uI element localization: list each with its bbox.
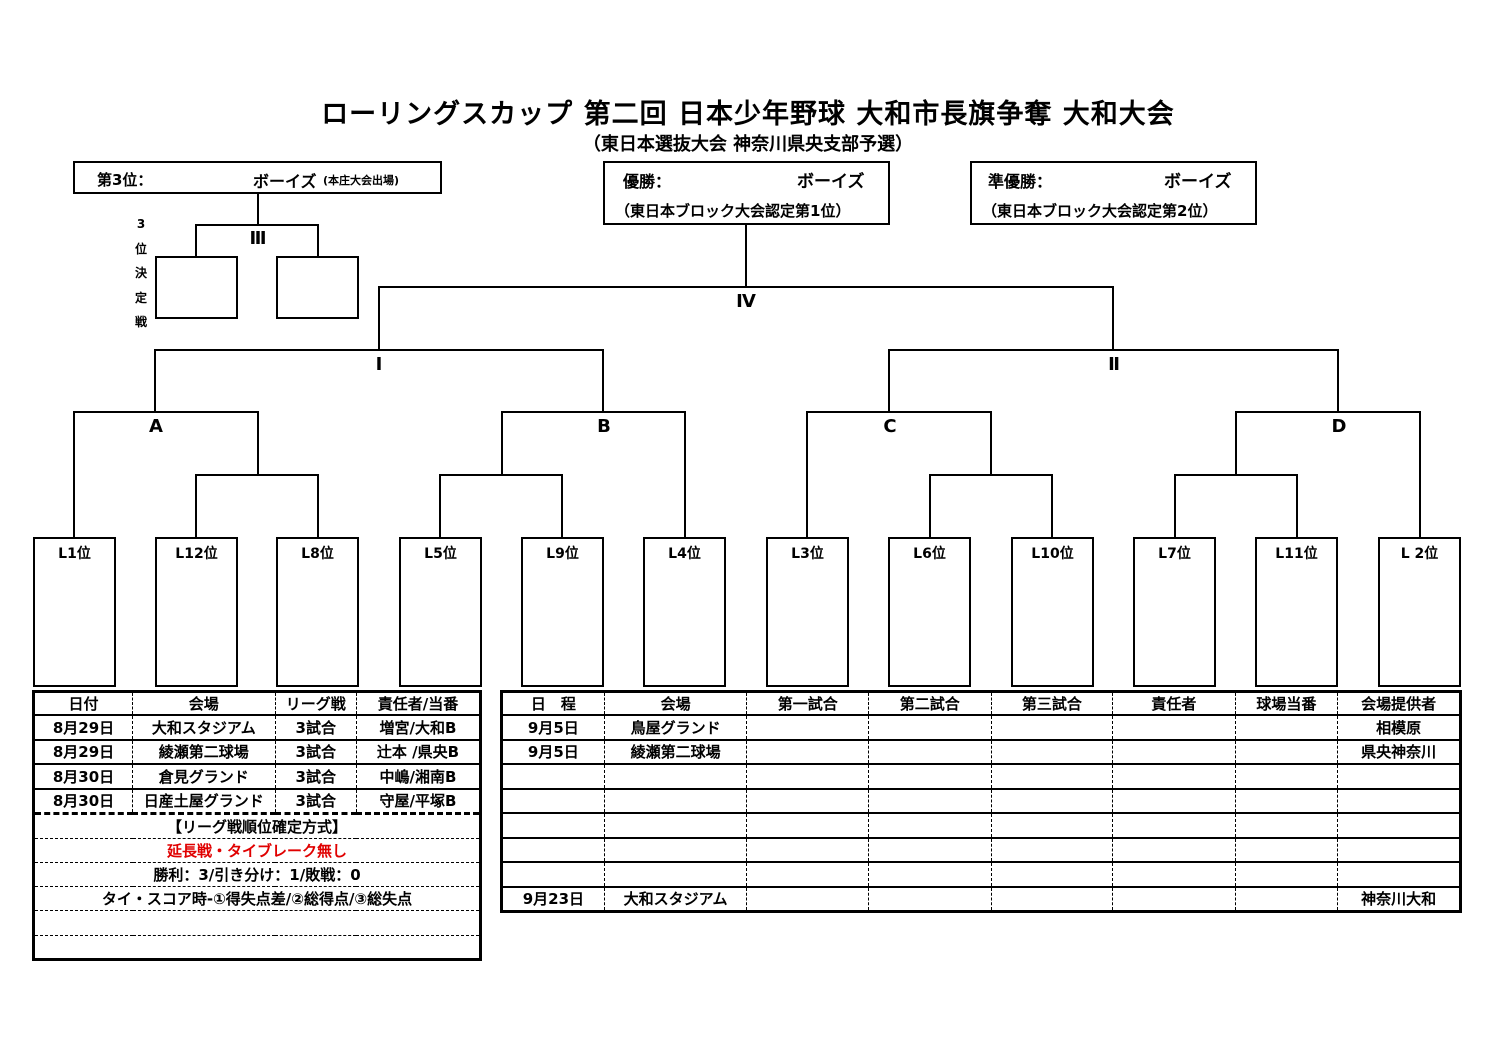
header-cell: 責任者 (1112, 691, 1236, 716)
third-place-slot-2 (276, 256, 359, 319)
champion-box: 優勝： ボーイズ （東日本ブロック大会認定第1位） (603, 161, 890, 225)
header-cell: 日 程 (501, 691, 605, 716)
table-row: 9月23日大和スタジアム神奈川大和 (501, 886, 1461, 913)
page-title: ローリングスカップ 第二回 日本少年野球 大和市長旗争奪 大和大会 (321, 99, 1175, 130)
page-subtitle: （東日本選抜大会 神奈川県央支部予選） (582, 134, 914, 155)
header-cell: 球場当番 (1234, 691, 1338, 716)
third-place-vertical-label: 3 位 決 定 戦 (134, 217, 147, 329)
table-row (501, 813, 1461, 839)
third-place-note: (本庄大会出場) (323, 174, 400, 187)
header-cell: 日付 (33, 691, 133, 716)
header-cell: 責任者/当番 (355, 691, 481, 716)
runnerup-box: 準優勝： ボーイズ （東日本ブロック大会認定第2位） (970, 161, 1257, 225)
league-ranking-heading: 【リーグ戦順位確定方式】 (33, 812, 481, 839)
round-label-final: Ⅳ (736, 291, 756, 312)
header-cell: 会場 (132, 691, 276, 716)
table-header-row: 日付 会場 リーグ戦 責任者/当番 (33, 691, 481, 716)
runnerup-team: ボーイズ (1164, 172, 1232, 192)
runnerup-label: 準優勝： (988, 172, 1053, 191)
round-label-D: D (1331, 416, 1347, 437)
team-slot: L 2位 (1378, 537, 1461, 687)
note-row: タイ・スコア時-①得失点差/②総得点/③総失点 (33, 886, 481, 911)
table-row (501, 764, 1461, 790)
champion-label: 優勝： (623, 172, 672, 191)
team-slot: L3位 (766, 537, 849, 687)
round-label-A: A (149, 416, 163, 437)
note-row: 勝利：3/引き分け：1/敗戦：0 (33, 862, 481, 887)
team-slot: L8位 (276, 537, 359, 687)
table-row: 9月5日鳥屋グランド相模原 (501, 715, 1461, 741)
no-extra-innings-note: 延長戦・タイブレーク無し (33, 838, 481, 863)
header-cell: 第一試合 (746, 691, 869, 716)
team-slot: L11位 (1255, 537, 1338, 687)
third-place-slot-1 (155, 256, 238, 319)
team-slot: L5位 (399, 537, 482, 687)
tiebreak-note: タイ・スコア時-①得失点差/②総得点/③総失点 (33, 886, 481, 911)
note-row (33, 910, 481, 936)
round-label-semi2: Ⅱ (1108, 354, 1120, 375)
team-slot: L7位 (1133, 537, 1216, 687)
round-label-B: B (597, 416, 611, 437)
champion-team: ボーイズ (797, 172, 865, 192)
team-slot: L9位 (521, 537, 604, 687)
header-cell: リーグ戦 (274, 691, 357, 716)
round-label-semi1: Ⅰ (375, 354, 383, 375)
runnerup-note: （東日本ブロック大会認定第2位） (982, 202, 1218, 220)
third-place-box: 第3位： ボーイズ (本庄大会出場) (73, 161, 442, 194)
team-slot: L1位 (33, 537, 116, 687)
table-header-row: 日 程 会場 第一試合 第二試合 第三試合 責任者 球場当番 会場提供者 (501, 691, 1461, 716)
team-slot: L6位 (888, 537, 971, 687)
note-row (34, 936, 481, 960)
header-cell: 会場提供者 (1337, 691, 1461, 716)
table-row: 9月5日綾瀬第二球場県央神奈川 (501, 739, 1461, 765)
champion-note: （東日本ブロック大会認定第1位） (615, 202, 851, 220)
note-row: 【リーグ戦順位確定方式】 (33, 812, 481, 839)
team-slot: L10位 (1011, 537, 1094, 687)
header-cell: 第二試合 (868, 691, 992, 716)
header-cell: 会場 (603, 691, 747, 716)
table-row (501, 862, 1461, 888)
round-label-C: C (883, 416, 897, 437)
team-slot: L12位 (155, 537, 238, 687)
table-row (501, 788, 1461, 814)
third-place-team: ボーイズ (253, 172, 317, 191)
tournament-schedule-table: 日 程 会場 第一試合 第二試合 第三試合 責任者 球場当番 会場提供者 9月5… (500, 690, 1462, 913)
team-slot: L4位 (643, 537, 726, 687)
note-row: 延長戦・タイブレーク無し (33, 838, 481, 863)
table-row (501, 837, 1461, 863)
round-label-third: Ⅲ (249, 228, 267, 249)
header-cell: 第三試合 (990, 691, 1113, 716)
points-note: 勝利：3/引き分け：1/敗戦：0 (33, 862, 481, 887)
third-place-label: 第3位： (97, 171, 153, 189)
